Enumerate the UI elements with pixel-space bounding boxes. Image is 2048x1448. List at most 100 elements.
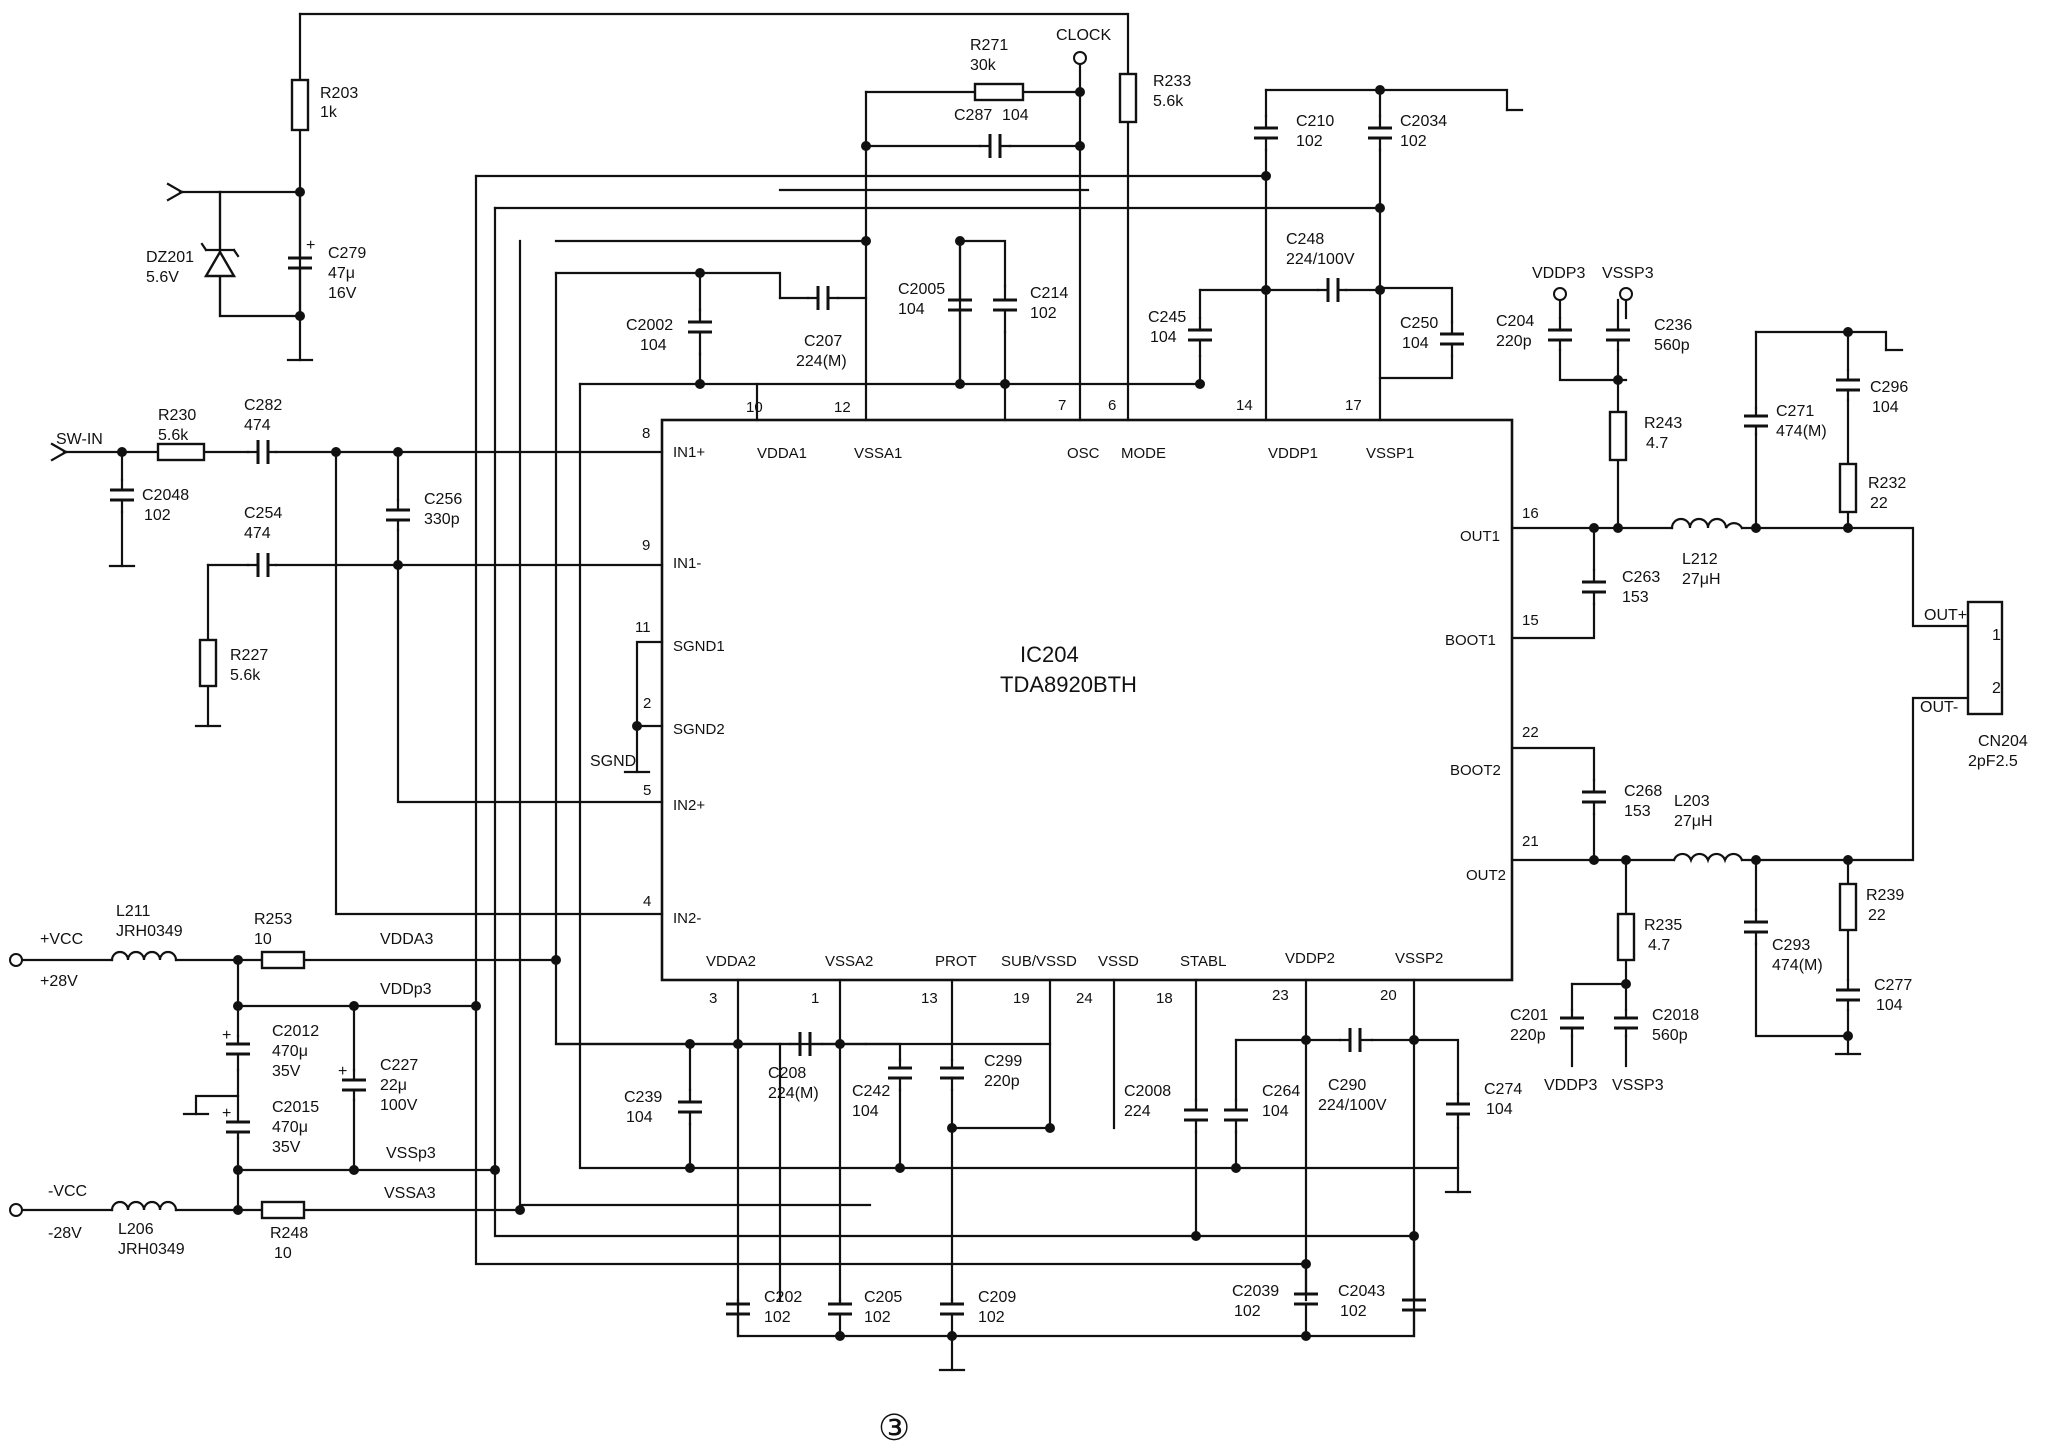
label-c2015-voltage: 35V (272, 1139, 301, 1156)
label-vssp3-rail: VSSp3 (386, 1145, 436, 1162)
label-swin: SW-IN (56, 431, 103, 448)
c2015-icon: + (222, 1094, 250, 1140)
junction-dots (117, 85, 1853, 1341)
label-c205: C205 (864, 1289, 902, 1306)
label-c208-value: 224(M) (768, 1085, 819, 1102)
label-c2018-value: 560p (1652, 1027, 1688, 1044)
c271-icon (1744, 406, 1768, 436)
c282-icon (246, 440, 278, 464)
pin-number-24: 24 (1076, 990, 1093, 1007)
terminals (9, 51, 1633, 1217)
label-r253-value: 10 (254, 931, 272, 948)
label-c236: C236 (1654, 317, 1692, 334)
c205-icon (828, 1298, 852, 1338)
pin-name-vssp1: VSSP1 (1366, 445, 1414, 462)
label-c2012: C2012 (272, 1023, 319, 1040)
label-c277: C277 (1874, 977, 1912, 994)
label-l206-value: JRH0349 (118, 1241, 185, 1258)
label-l212: L212 (1682, 551, 1718, 568)
l203-icon (1672, 852, 1744, 864)
label-c2048: C2048 (142, 487, 189, 504)
label-c207-value: 224(M) (796, 353, 847, 370)
figure-number: ③ (878, 1408, 910, 1448)
cn204-pin-2: 2 (1992, 680, 2001, 697)
label-c2048-value: 102 (144, 507, 171, 524)
label-l211: L211 (116, 903, 151, 920)
label-c227-voltage: 100V (380, 1097, 418, 1114)
label-r271-value: 30k (970, 57, 997, 74)
label-r230: R230 (158, 407, 196, 424)
label-c2002-value: 104 (640, 337, 667, 354)
label-c214: C214 (1030, 285, 1068, 302)
svg-text:+: + (338, 1063, 347, 1080)
label-r271: R271 (970, 37, 1008, 54)
label-r239-value: 22 (1868, 907, 1886, 924)
r203-body (290, 78, 310, 132)
label-c290-value: 224/100V (1318, 1097, 1387, 1114)
label-c279-voltage: 16V (328, 285, 357, 302)
ic-ref: IC204 (1020, 642, 1079, 667)
label-c209: C209 (978, 1289, 1016, 1306)
label-c287-value: 104 (1002, 107, 1029, 124)
label-mvcc: -VCC (48, 1183, 87, 1200)
c263-icon (1582, 568, 1606, 606)
ic-part: TDA8920BTH (1000, 672, 1137, 697)
label-c2034-value: 102 (1400, 133, 1427, 150)
label-r248: R248 (270, 1225, 308, 1242)
c202-icon (726, 978, 750, 1338)
c242-icon (888, 1058, 912, 1092)
pin-name-prot: PROT (935, 953, 977, 970)
c236-icon (1606, 298, 1630, 352)
c2005-icon (948, 239, 972, 386)
label-c201-value: 220p (1510, 1027, 1546, 1044)
label-c279: C279 (328, 245, 366, 262)
pin-number-2: 2 (643, 695, 651, 712)
label-r243-value: 4.7 (1646, 435, 1668, 452)
pin-name-mode: MODE (1121, 445, 1166, 462)
pin-number-17: 17 (1345, 397, 1362, 414)
c256-icon (386, 498, 410, 532)
pin-number-23: 23 (1272, 987, 1289, 1004)
label-c271-value: 474(M) (1776, 423, 1827, 440)
label-c254: C254 (244, 505, 282, 522)
label-c263: C263 (1622, 569, 1660, 586)
label-vssp3-bottom: VSSP3 (1612, 1077, 1664, 1094)
label-c274-value: 104 (1486, 1101, 1513, 1118)
c250-icon (1440, 320, 1464, 358)
c2008-icon (1184, 1098, 1208, 1134)
label-c2039: C2039 (1232, 1283, 1279, 1300)
label-r243: R243 (1644, 415, 1682, 432)
label-c202: C202 (764, 1289, 802, 1306)
c290-icon (1338, 1028, 1374, 1052)
label-c293: C293 (1772, 937, 1810, 954)
c239-icon (678, 1088, 702, 1126)
pin-name-out2: OUT2 (1466, 867, 1506, 884)
label-r235-value: 4.7 (1648, 937, 1670, 954)
c296-icon (1836, 368, 1860, 402)
pin-number-1: 1 (811, 990, 819, 1007)
label-c2015-value: 470μ (272, 1119, 308, 1136)
label-c2043: C2043 (1338, 1283, 1385, 1300)
c274-icon (1446, 1092, 1470, 1130)
pin-name-in1m: IN1- (673, 555, 701, 572)
label-r230-value: 5.6k (158, 427, 189, 444)
l211-icon (110, 950, 178, 962)
label-c2002: C2002 (626, 317, 673, 334)
pin-number-18: 18 (1156, 990, 1173, 1007)
pin-number-6: 6 (1108, 397, 1116, 414)
svg-text:+: + (222, 1105, 231, 1122)
label-c274: C274 (1484, 1081, 1522, 1098)
pin-name-in2m: IN2- (673, 910, 701, 927)
label-l203: L203 (1674, 793, 1710, 810)
label-c296-value: 104 (1872, 399, 1899, 416)
r227-body (198, 638, 218, 688)
c254-icon (246, 553, 278, 577)
zener-diode-icon (200, 190, 240, 318)
c207-icon (806, 286, 840, 310)
pin-number-19: 19 (1013, 990, 1030, 1007)
pin-number-10: 10 (746, 399, 763, 416)
c214-icon (993, 284, 1017, 334)
ic-pin-numbers: 8 9 11 2 5 4 10 12 7 6 14 17 16 15 22 21… (635, 397, 1539, 1007)
label-c263-value: 153 (1622, 589, 1649, 606)
